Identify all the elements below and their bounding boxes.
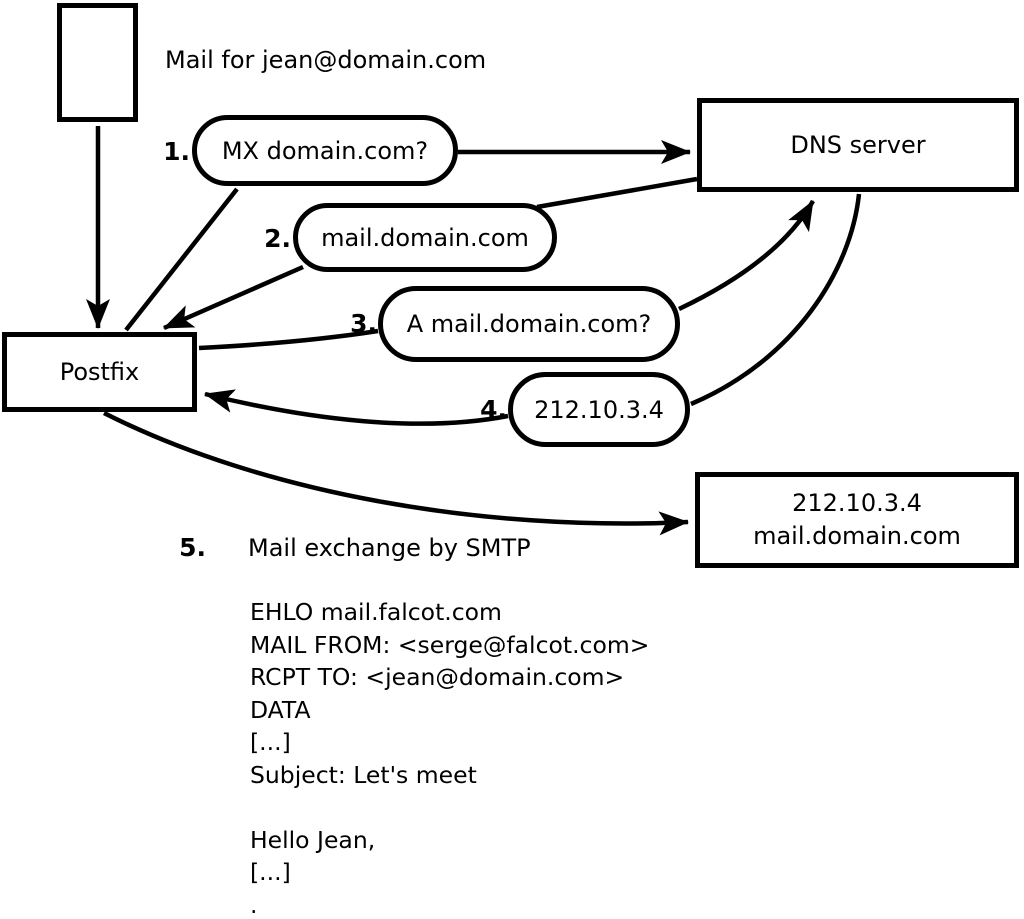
- pill-a-query: A mail.domain.com?: [378, 286, 680, 362]
- step-1-number: 1.: [163, 137, 190, 166]
- line-dns-to-pill4: [690, 193, 862, 407]
- mail-envelope-icon: [57, 3, 138, 122]
- pill-mx-answer: mail.domain.com: [293, 203, 557, 272]
- mail-server-hostname: mail.domain.com: [753, 522, 961, 550]
- arrow-pill2-to-postfix: [163, 264, 304, 331]
- pill-a-answer: 212.10.3.4: [508, 372, 690, 447]
- line-postfix-to-pill3: [198, 328, 379, 351]
- smtp-session-transcript: EHLO mail.falcot.com MAIL FROM: <serge@f…: [250, 598, 650, 919]
- arrow-pill3-to-dns: [678, 199, 815, 312]
- line-dns-to-pill2: [536, 176, 698, 210]
- line-postfix-to-pill1: [124, 187, 239, 332]
- mail-note-label: Mail for jean@domain.com: [165, 46, 487, 74]
- arrow-postfix-to-mailserver: [102, 410, 689, 536]
- pill-mx-query: MX domain.com?: [192, 115, 458, 186]
- dns-server-node: DNS server: [697, 98, 1019, 192]
- step-3-number: 3.: [350, 309, 377, 338]
- arrow-pill4-to-postfix: [204, 389, 509, 426]
- step-5-label: Mail exchange by SMTP: [248, 534, 531, 562]
- step-4-number: 4.: [480, 395, 507, 424]
- mail-server-ip: 212.10.3.4: [792, 489, 922, 517]
- step-5-number: 5.: [179, 533, 206, 562]
- step-2-number: 2.: [264, 224, 291, 253]
- mail-server-node: 212.10.3.4 mail.domain.com: [695, 472, 1019, 568]
- postfix-node: Postfix: [2, 332, 197, 412]
